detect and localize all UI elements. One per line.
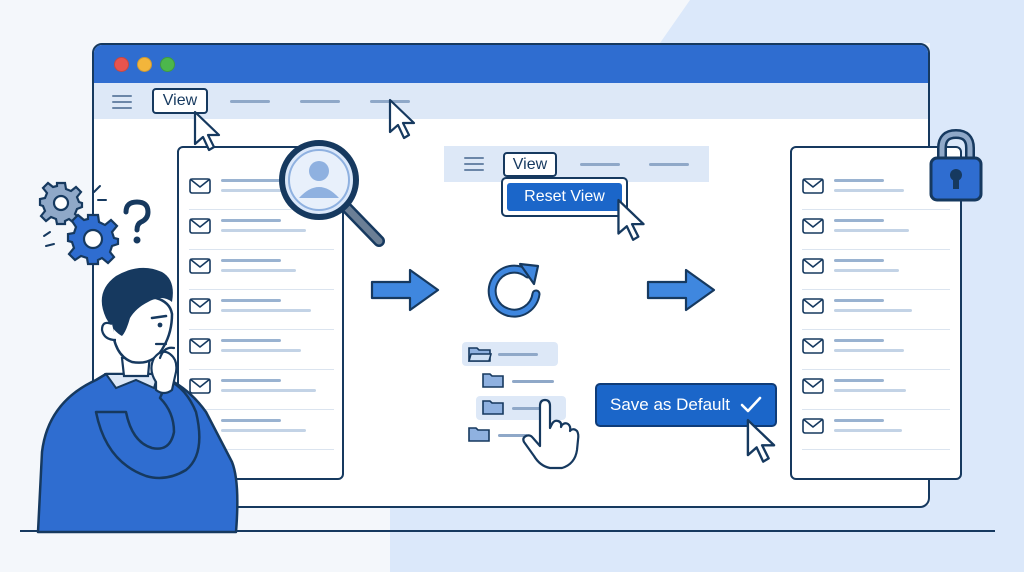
envelope-icon [802,298,824,314]
list-item[interactable] [802,250,950,290]
view-dropdown: Reset View [501,177,628,217]
list-item[interactable] [189,290,334,330]
question-icon [123,199,151,244]
menu-placeholder-1[interactable] [230,100,270,103]
list-item[interactable] [802,370,950,410]
envelope-icon [189,258,211,274]
list-item[interactable] [189,250,334,290]
mouse-pointer-icon [193,110,221,152]
menu-bar: View [94,83,928,119]
checkmark-icon [740,396,762,413]
close-dot[interactable] [114,57,129,72]
thinking-sparks [43,185,107,247]
hand-pointer-icon [522,398,580,470]
arrow-right-icon [370,268,440,312]
lock-icon [929,128,983,202]
folder-icon [482,400,504,415]
list-item[interactable] [802,210,950,250]
hamburger-icon[interactable] [112,91,132,113]
envelope-icon [189,178,211,194]
envelope-icon [802,378,824,394]
list-item[interactable] [189,210,334,250]
envelope-icon [802,258,824,274]
menu-placeholder[interactable] [649,163,689,166]
mouse-pointer-icon [388,98,416,140]
minimize-dot[interactable] [137,57,152,72]
envelope-icon [802,338,824,354]
list-item[interactable] [802,170,950,210]
save-as-default-button[interactable]: Save as Default [595,383,777,427]
envelope-icon [189,218,211,234]
folder-icon [468,427,490,442]
list-item[interactable] [802,290,950,330]
gear-icon [38,181,84,226]
maximize-dot[interactable] [160,57,175,72]
mouse-pointer-icon [746,418,776,463]
view-menu-button[interactable]: View [503,152,557,177]
list-item[interactable] [189,170,334,210]
reset-view-button[interactable]: Reset View [507,183,622,211]
title-bar [94,45,928,83]
list-item[interactable] [189,330,334,370]
envelope-icon [189,378,211,394]
envelope-icon [802,178,824,194]
arrow-right-icon [646,268,716,312]
list-item[interactable] [189,370,334,410]
envelope-icon [189,338,211,354]
hamburger-icon[interactable] [464,153,484,175]
folder-icon [482,373,504,388]
refresh-icon [487,262,541,318]
folder-open-icon [468,347,492,362]
gear-icon [66,213,120,266]
message-list-after [790,146,962,480]
view-menu-mock: View [444,146,709,182]
list-item[interactable] [802,330,950,370]
view-menu-button[interactable]: View [152,88,208,114]
envelope-icon [189,298,211,314]
mouse-pointer-icon [617,198,645,241]
thinking-person [36,267,239,534]
envelope-icon [802,218,824,234]
save-as-default-label: Save as Default [609,395,730,414]
list-item[interactable] [802,410,950,450]
envelope-icon [802,418,824,434]
menu-placeholder[interactable] [580,163,620,166]
menu-placeholder-2[interactable] [300,100,340,103]
search-user-icon [279,140,385,247]
